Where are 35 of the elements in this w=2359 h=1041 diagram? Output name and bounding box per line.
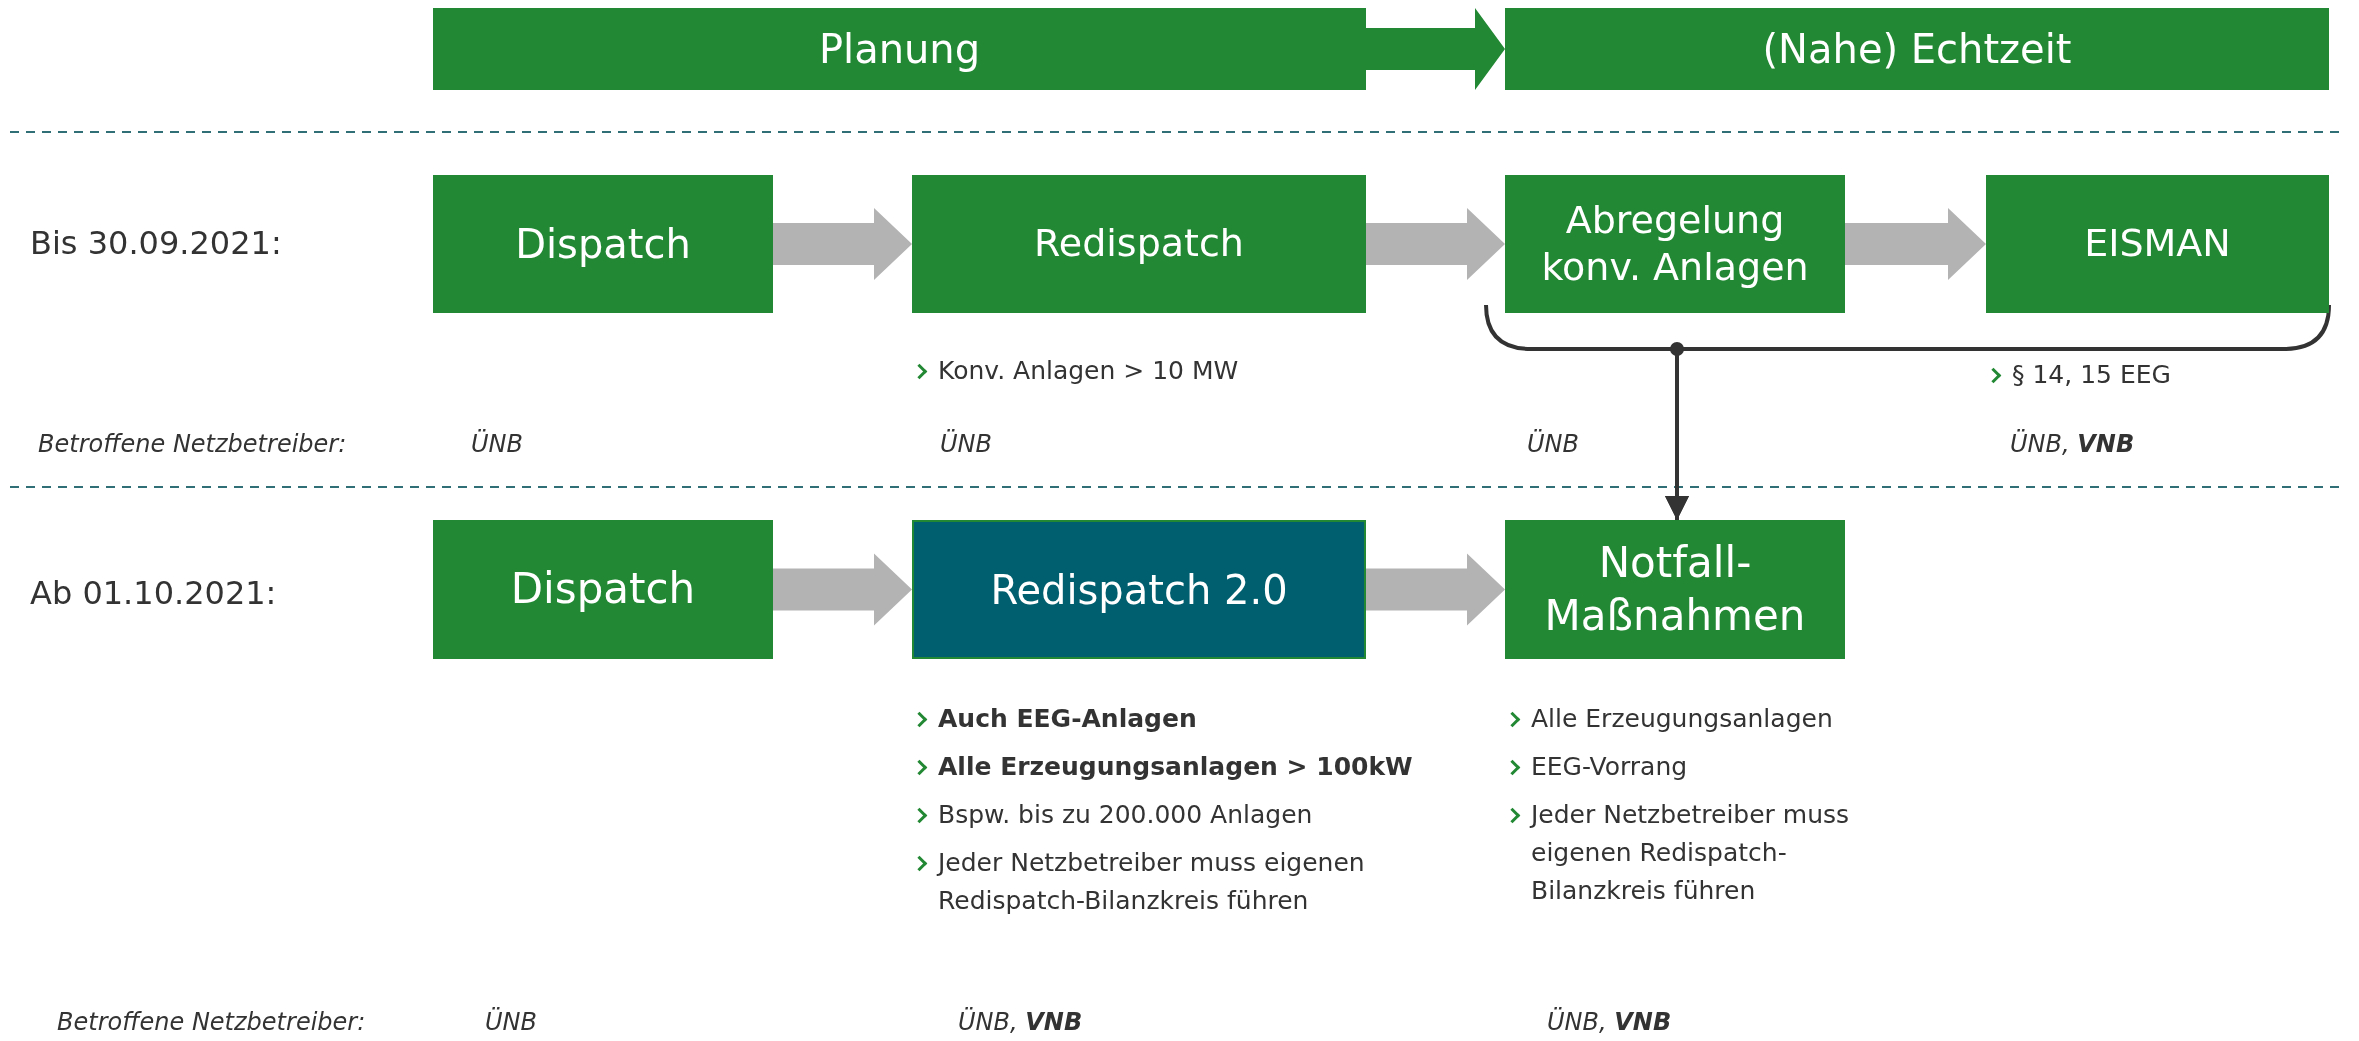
operator-label: ÜNB, VNB [1547,1008,1672,1036]
phase-bar: Planung [433,8,1366,90]
phase-bar: (Nahe) Echtzeit [1505,8,2329,90]
process-box: Dispatch [433,520,773,659]
operator-label: ÜNB [1527,430,1579,458]
process-box: Redispatch [912,175,1366,313]
bullet-text: EEG-Vorrang [1531,752,1688,781]
block-arrow [1366,8,1505,90]
block-arrow [773,208,912,280]
block-arrow [773,553,912,626]
operator-label: ÜNB [485,1008,537,1036]
bullet-text: Alle Erzeugungsanlagen > 100kW [938,752,1413,781]
block-arrow [1366,553,1505,626]
process-box: Notfall-Maßnahmen [1505,520,1845,659]
bullet-text: Jeder Netzbetreiber muss eigenen Redispatch-Bilanzkreis führen [938,848,1365,915]
process-box: Abregelung konv. Anlagen [1505,175,1845,313]
block-arrow [1845,208,1986,280]
operator-label: ÜNB [471,430,523,458]
bullet-text: Auch EEG-Anlagen [938,704,1197,733]
bullet-text: Bspw. bis zu 200.000 Anlagen [938,800,1313,829]
bullet-text: Konv. Anlagen > 10 MW [938,356,1239,385]
process-box: Redispatch 2.0 [912,520,1366,659]
row-label: Betroffene Netzbetreiber: [38,430,347,458]
block-arrow [1366,208,1505,280]
bullet-text: Alle Erzeugungsanlagen [1531,704,1833,733]
operator-label: ÜNB, VNB [958,1008,1083,1036]
row-label: Betroffene Netzbetreiber: [57,1008,366,1036]
bullet-text: Jeder Netzbetreiber muss eigenen Redispatch-Bilanzkreis führen [1531,800,1850,905]
process-box: EISMAN [1986,175,2329,313]
operator-label: ÜNB [940,430,992,458]
process-box: Dispatch [433,175,773,313]
bullet-text: § 14, 15 EEG [2012,360,2171,389]
operator-label: ÜNB, VNB [2010,430,2135,458]
date-label: Ab 01.10.2021: [30,574,277,612]
date-label: Bis 30.09.2021: [30,224,282,262]
